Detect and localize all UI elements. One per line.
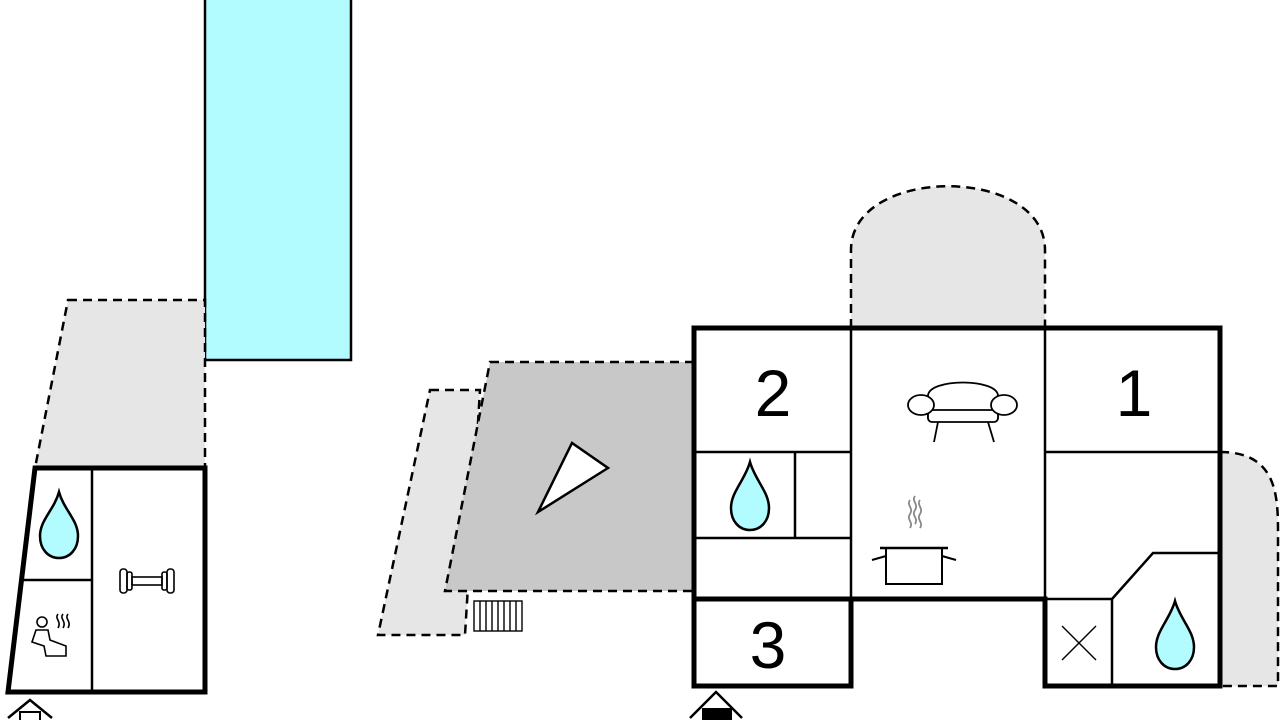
water-drop-icon xyxy=(729,457,771,532)
main-house xyxy=(691,325,1223,689)
barbecue-icon xyxy=(534,441,611,516)
water-drop-icon xyxy=(1154,596,1196,671)
kitchen-pot-icon xyxy=(871,495,957,585)
sofa-icon xyxy=(907,381,1018,443)
terrace-left xyxy=(33,298,207,470)
room-1-label: 1 xyxy=(1116,356,1153,430)
radiator-icon xyxy=(473,600,523,632)
terrace-right xyxy=(1218,450,1280,688)
terrace-top xyxy=(849,185,1047,328)
water-drop-icon xyxy=(38,487,80,560)
annex-building xyxy=(5,465,208,695)
fitness-dumbbell-icon xyxy=(119,568,175,594)
pool xyxy=(203,0,353,362)
room-2-label: 2 xyxy=(755,356,792,430)
room-3-label: 3 xyxy=(750,608,787,682)
entrance-arrow-icon xyxy=(689,690,743,720)
toilet-x-icon xyxy=(1061,625,1097,661)
sauna-icon xyxy=(30,613,70,657)
entrance-arrow-icon xyxy=(7,698,53,720)
